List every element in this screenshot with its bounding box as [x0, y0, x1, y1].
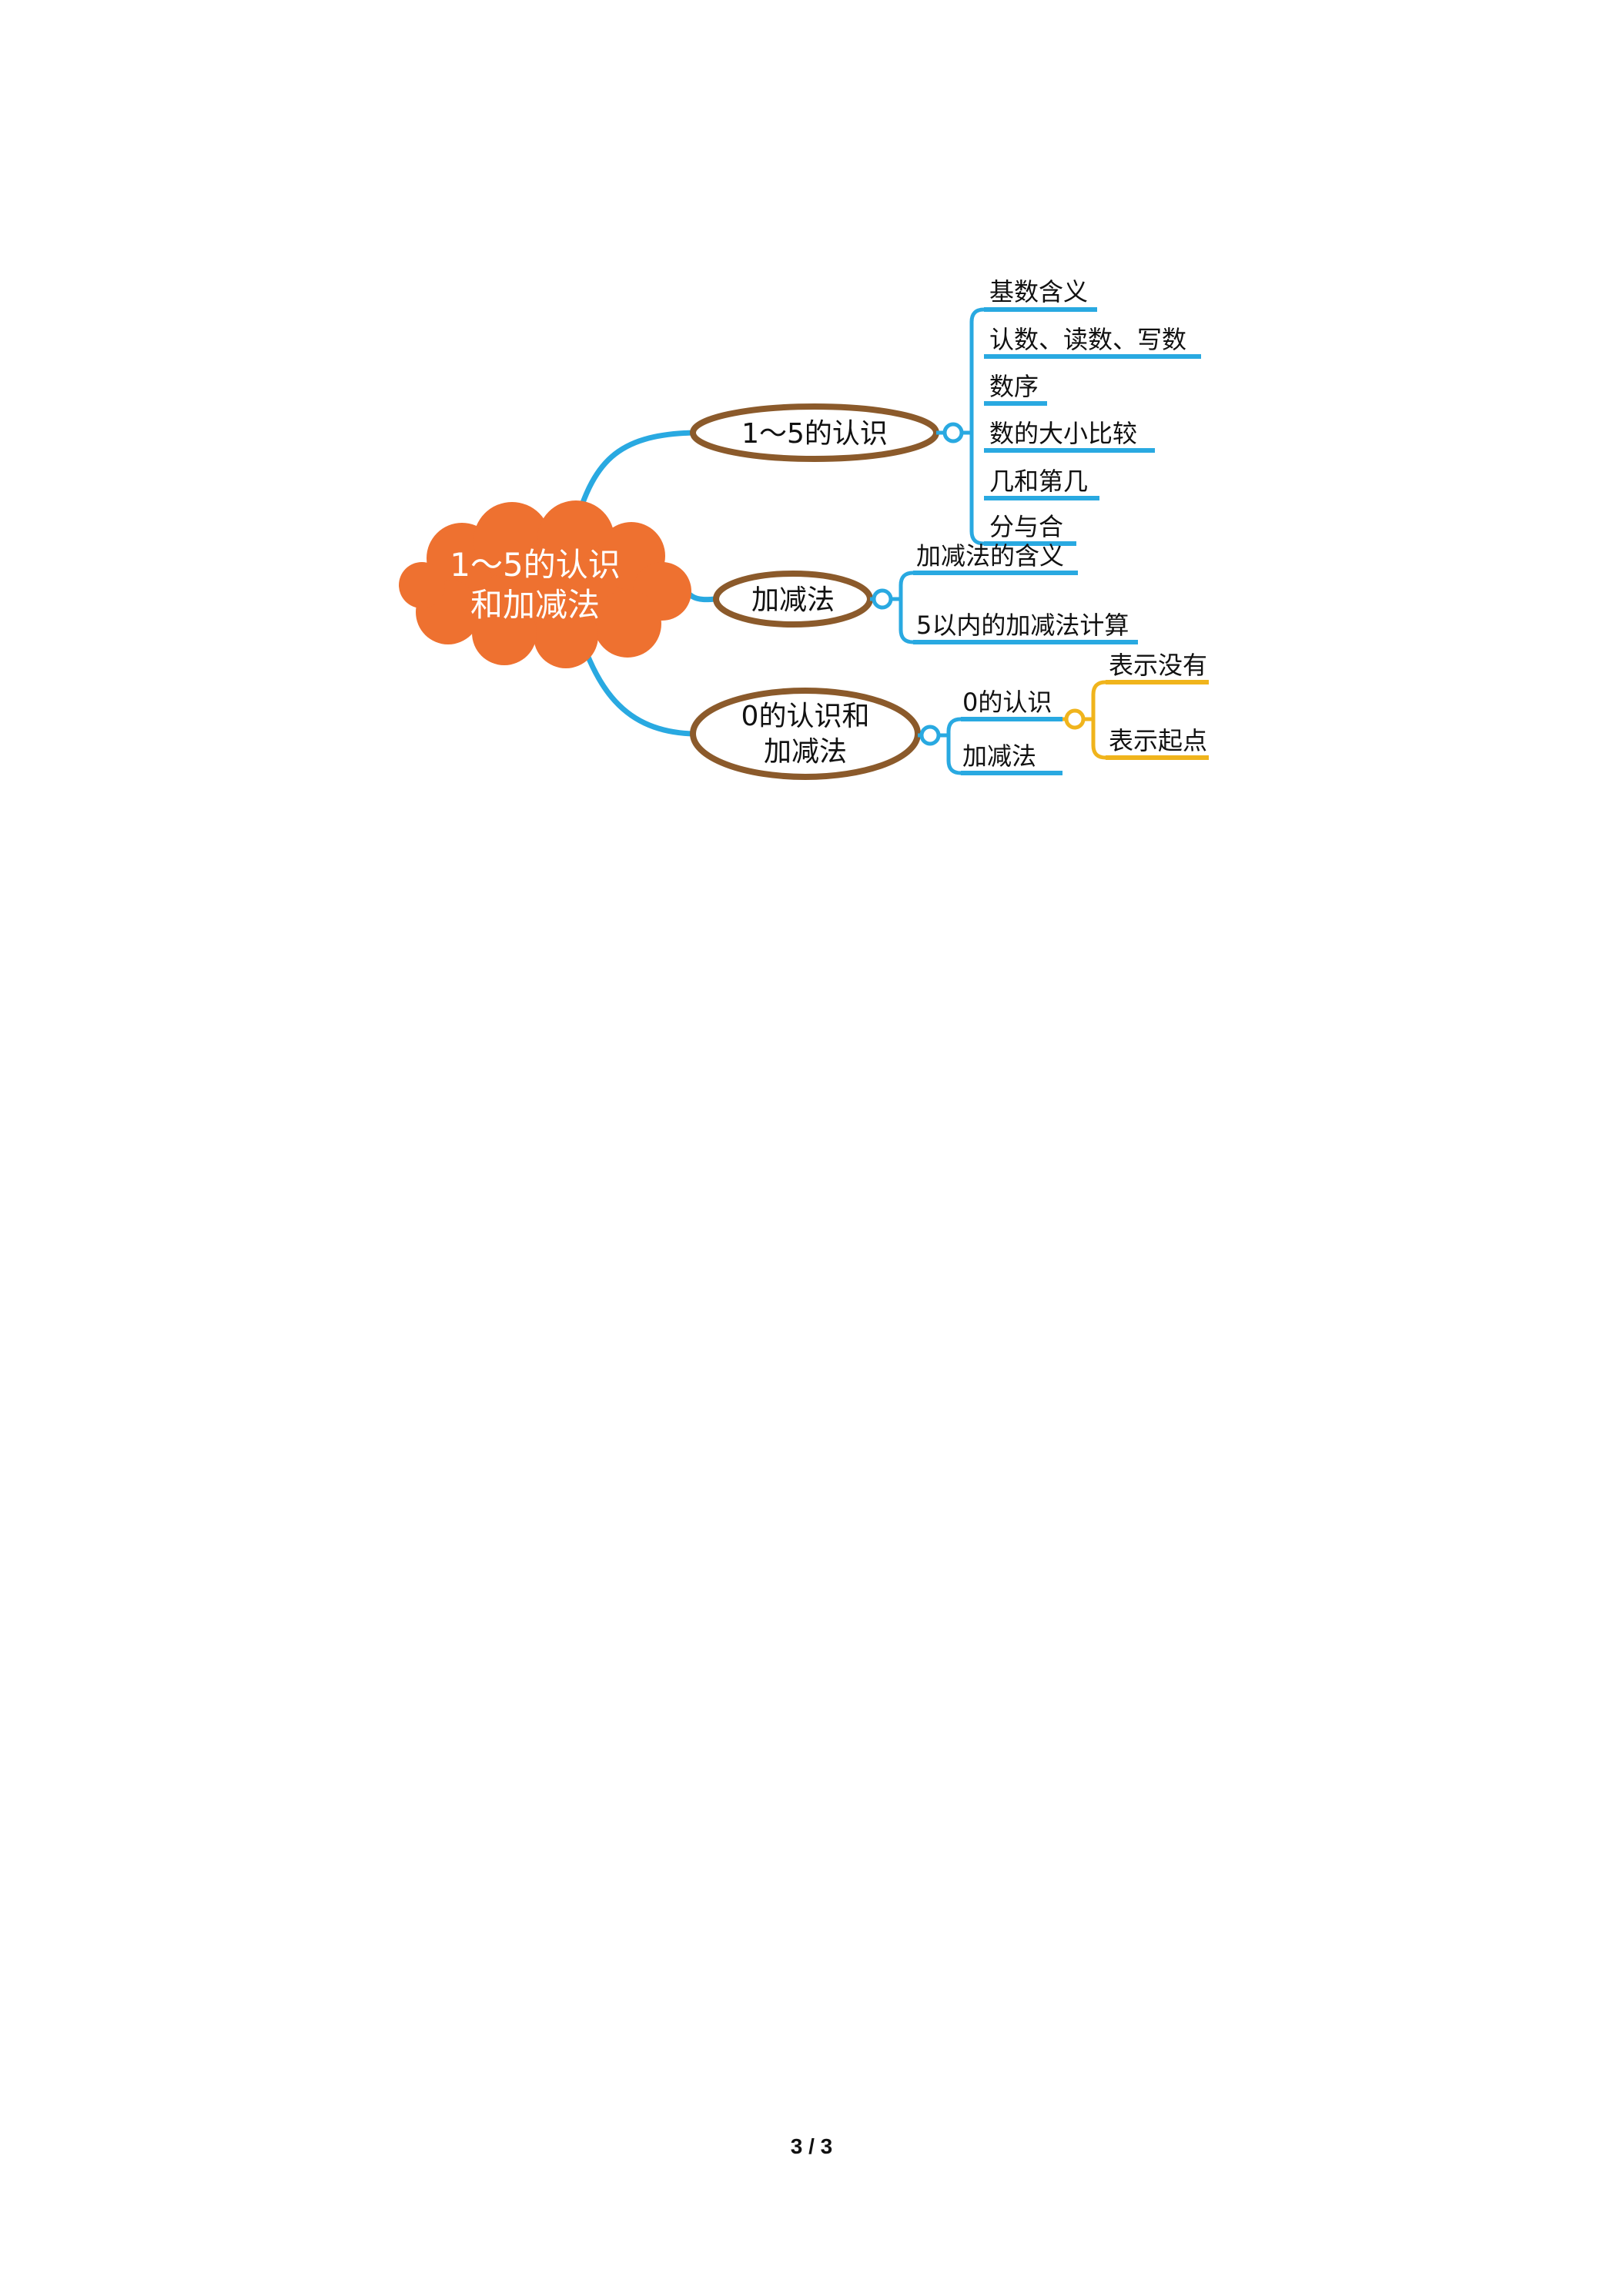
leaf-label: 数序 — [989, 372, 1039, 401]
leaf-1-4: 数的大小比较 — [984, 419, 1155, 453]
leaf-3-2: 加减法 — [961, 741, 1062, 775]
leaf-1-6: 分与合 — [984, 512, 1076, 546]
leaf-2-2: 5以内的加减法计算 — [913, 611, 1138, 644]
leaf-label: 基数含义 — [989, 277, 1088, 306]
branch-label-2: 加减法 — [751, 584, 835, 616]
leaf-label: 0的认识 — [962, 688, 1052, 717]
leaf-label: 表示起点 — [1109, 726, 1207, 755]
sub-branch-connector — [1062, 680, 1106, 760]
branch-3-children: 0的认识 加减法 — [961, 688, 1062, 775]
branch-2-children: 加减法的含义 5以内的加减法计算 — [913, 541, 1138, 644]
page-number: 3 / 3 — [790, 2134, 833, 2158]
leaf-label: 分与合 — [989, 512, 1063, 541]
sub-branch-children: 表示没有 表示起点 — [1106, 651, 1209, 760]
leaf-1-1: 基数含义 — [984, 277, 1097, 312]
leaf-3-1: 0的认识 — [961, 688, 1062, 721]
leaf-label: 认数、读数、写数 — [989, 325, 1186, 354]
leaf-3-1-1: 表示没有 — [1106, 651, 1209, 684]
branch-2-connector — [870, 571, 914, 644]
leaf-3-1-2: 表示起点 — [1106, 726, 1209, 760]
leaf-label: 加减法 — [962, 741, 1036, 771]
branch-node-3: 0的认识和 加减法 — [690, 688, 921, 780]
branch-1-children: 基数含义 认数、读数、写数 数序 数的大小比较 几和第几 分与合 — [984, 277, 1201, 546]
branch-node-2: 加减法 — [713, 571, 873, 628]
mind-map: 1～5的认识 和加减法 1～5的认识 基数含义 认数、读数、写数 数序 — [399, 277, 1209, 780]
branch-1-connector — [936, 307, 985, 546]
leaf-label: 数的大小比较 — [989, 419, 1137, 448]
branch-label-3-line-1: 0的认识和 — [741, 701, 870, 732]
branch-node-1: 1～5的认识 — [690, 403, 939, 462]
leaf-label: 几和第几 — [989, 467, 1088, 496]
leaf-1-2: 认数、读数、写数 — [984, 325, 1201, 359]
root-title-line-2: 和加减法 — [470, 586, 600, 624]
branch-3-connector — [918, 717, 962, 775]
branch-label-3-line-2: 加减法 — [764, 736, 847, 768]
leaf-label: 5以内的加减法计算 — [916, 611, 1129, 640]
leaf-2-1: 加减法的含义 — [913, 541, 1078, 575]
leaf-1-5: 几和第几 — [984, 467, 1099, 500]
branch-label-1: 1～5的认识 — [741, 418, 888, 450]
leaf-label: 加减法的含义 — [916, 541, 1064, 571]
root-title-line-1: 1～5的认识 — [450, 546, 620, 584]
leaf-label: 表示没有 — [1109, 651, 1207, 680]
root-node: 1～5的认识 和加减法 — [399, 500, 691, 668]
leaf-1-3: 数序 — [984, 372, 1047, 406]
